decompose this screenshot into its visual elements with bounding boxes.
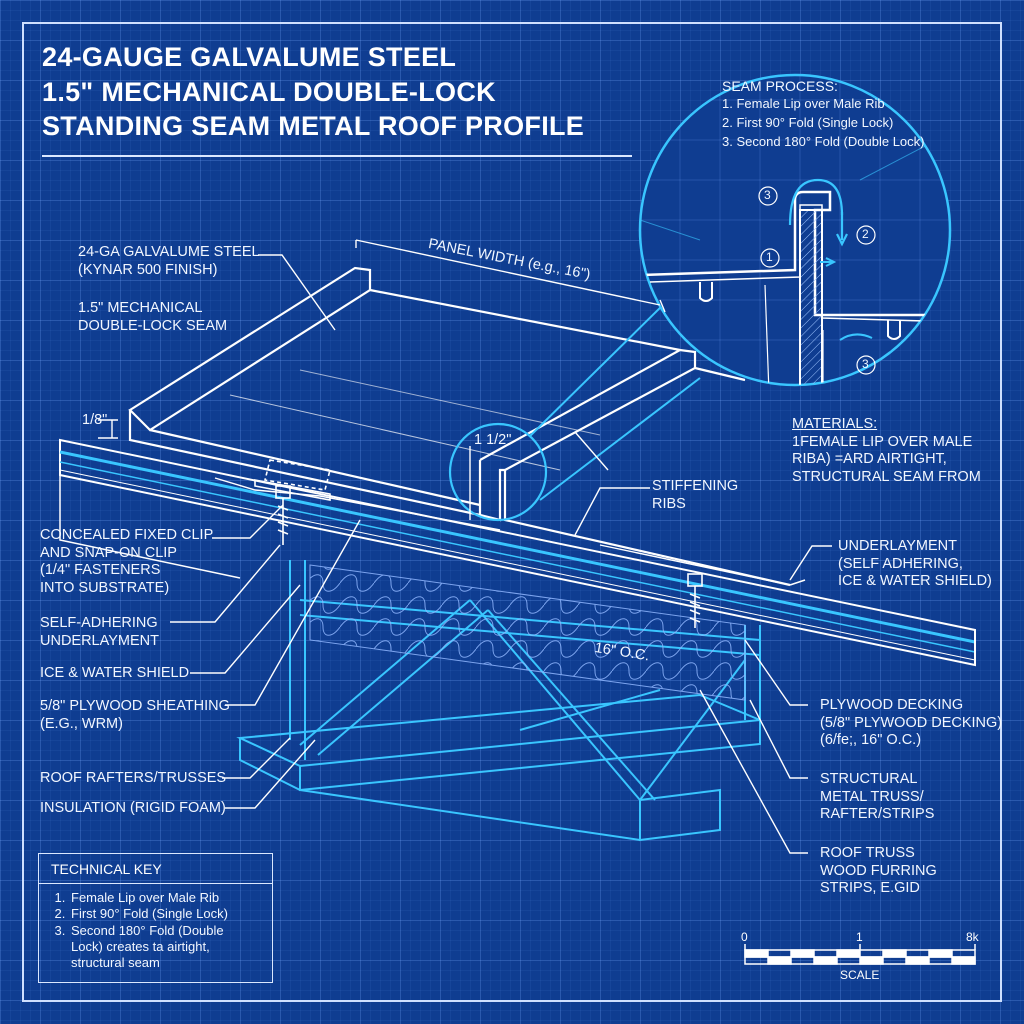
- title-line-2: 1.5" MECHANICAL DOUBLE-LOCK: [42, 76, 496, 107]
- materials-line-3: STRUCTURAL SEAM FROM: [792, 469, 981, 486]
- callout-seam-line2: DOUBLE-LOCK SEAM: [78, 317, 228, 334]
- callout-self-adhering-line1: SELF-ADHERING: [40, 615, 158, 631]
- materials-heading: MATERIALS:: [792, 416, 878, 432]
- title-underline: [42, 155, 632, 157]
- technical-key-list: Female Lip over Male Rib First 90° Fold …: [49, 890, 251, 971]
- detail-marker-2: 2: [862, 227, 869, 241]
- callout-insulation: INSULATION (RIGID FOAM): [40, 800, 226, 816]
- scale-bar: [744, 944, 976, 965]
- callout-plywood-decking-line1: PLYWOOD DECKING: [820, 697, 964, 713]
- callout-clips-line2: AND SNAP-ON CLIP: [40, 544, 177, 561]
- callout-steel: 24-GA GALVALUME STEEL (KYNAR 500 FINISH): [78, 244, 260, 279]
- clips-and-fasteners: [254, 459, 806, 628]
- technical-key-item: First 90° Fold (Single Lock): [69, 906, 251, 922]
- technical-key-title: TECHNICAL KEY: [51, 861, 162, 877]
- title-line-3: STANDING SEAM METAL ROOF PROFILE: [42, 111, 585, 142]
- callout-steel-line2: (KYNAR 500 FINISH): [78, 261, 218, 278]
- seam-detail-callout: [638, 73, 952, 387]
- callout-seam: 1.5" MECHANICAL DOUBLE-LOCK SEAM: [78, 300, 227, 335]
- callout-plywood-decking-line2: (5/8" PLYWOOD DECKING): [820, 714, 1003, 731]
- callout-clips-line4: INTO SUBSTRATE): [40, 580, 170, 597]
- callout-stiffening-line1: STIFFENING: [652, 478, 739, 494]
- drawing-title: 24-GAUGE GALVALUME STEEL 1.5" MECHANICAL…: [42, 40, 584, 144]
- callout-plywood-decking-line3: (6/fe;, 16" O.C.): [820, 732, 922, 749]
- callout-clips-line3: (1/4" FASTENERS: [40, 562, 161, 579]
- technical-key-header: TECHNICAL KEY: [39, 854, 272, 884]
- drawing-border: [22, 22, 1002, 1002]
- insulation-batts: [309, 564, 746, 701]
- scale-tick-2: 8k: [966, 930, 979, 944]
- callout-furring-line3: STRIPS, E.GID: [820, 880, 920, 897]
- metal-panel: [128, 266, 791, 587]
- callout-underlayment-right-line2: (SELF ADHERING,: [838, 555, 963, 572]
- callout-furring-line2: WOOD FURRING: [820, 862, 937, 879]
- callout-metal-truss-line1: STRUCTURAL: [820, 771, 918, 787]
- callout-underlayment-right-line3: ICE & WATER SHIELD): [838, 573, 992, 590]
- detail-marker-3-top: 3: [764, 188, 771, 202]
- technical-key-box: TECHNICAL KEY Female Lip over Male Rib F…: [38, 853, 273, 983]
- dimension-left-lip: 1/8": [82, 412, 108, 428]
- materials-line-2: RIBA) =ARD AIRTIGHT,: [792, 451, 947, 468]
- roof-deck-layers: [59, 438, 976, 667]
- technical-key-item: Second 180° Fold (Double Lock) creates t…: [69, 923, 251, 972]
- seam-connector-lines: [529, 299, 701, 501]
- materials-line-1: 1FEMALE LIP OVER MALE: [792, 433, 973, 450]
- callout-clips-line1: CONCEALED FIXED CLIP: [40, 527, 214, 543]
- callout-seam-line1: 1.5" MECHANICAL: [78, 300, 203, 316]
- callout-stiffening-line2: RIBS: [652, 495, 686, 512]
- materials-note: MATERIALS: 1FEMALE LIP OVER MALE RIBA) =…: [792, 416, 981, 487]
- technical-key-item: Female Lip over Male Rib: [69, 890, 251, 906]
- title-line-1: 24-GAUGE GALVALUME STEEL: [42, 42, 457, 72]
- callout-metal-truss: STRUCTURAL METAL TRUSS/ RAFTER/STRIPS: [820, 771, 934, 824]
- scale-tick-1: 1: [856, 930, 863, 944]
- seam-highlight-circle: [448, 422, 548, 522]
- seam-process-step-1: 1. Female Lip over Male Rib: [722, 96, 885, 111]
- detail-marker-3-bottom: 3: [862, 357, 869, 371]
- scale-tick-0: 0: [741, 930, 748, 944]
- callout-furring-line1: ROOF TRUSS: [820, 845, 915, 861]
- detail-marker-1: 1: [766, 250, 773, 264]
- callout-steel-line1: 24-GA GALVALUME STEEL: [78, 244, 260, 260]
- callout-furring-strips: ROOF TRUSS WOOD FURRING STRIPS, E.GID: [820, 845, 937, 898]
- seam-process-step-2: 2. First 90° Fold (Single Lock): [722, 115, 894, 130]
- callout-underlayment-right: UNDERLAYMENT (SELF ADHERING, ICE & WATER…: [838, 538, 992, 591]
- callout-underlayment-right-line1: UNDERLAYMENT: [838, 538, 957, 554]
- callout-self-adhering: SELF-ADHERING UNDERLAYMENT: [40, 615, 159, 650]
- callout-stiffening-ribs: STIFFENING RIBS: [652, 478, 738, 513]
- leader-lines: [98, 239, 832, 854]
- seam-process-step-3: 3. Second 180° Fold (Double Lock): [722, 134, 925, 149]
- callout-rafters: ROOF RAFTERS/TRUSSES: [40, 770, 227, 786]
- seam-process-heading: SEAM PROCESS:: [722, 78, 838, 94]
- callout-ice-water: ICE & WATER SHIELD: [40, 665, 190, 681]
- callout-plywood-decking: PLYWOOD DECKING (5/8" PLYWOOD DECKING) (…: [820, 697, 1002, 750]
- callout-metal-truss-line2: METAL TRUSS/: [820, 788, 924, 805]
- callout-self-adhering-line2: UNDERLAYMENT: [40, 632, 159, 649]
- scale-label: SCALE: [840, 968, 880, 982]
- callout-metal-truss-line3: RAFTER/STRIPS: [820, 806, 935, 823]
- callout-plywood-sheathing-line2: (E.G., WRM): [40, 715, 123, 732]
- callout-plywood-sheathing-line1: 5/8" PLYWOOD SHEATHING: [40, 698, 230, 714]
- callout-clips: CONCEALED FIXED CLIP AND SNAP-ON CLIP (1…: [40, 527, 213, 598]
- dimension-seam-height: 1 1/2": [474, 432, 512, 448]
- callout-plywood-sheathing: 5/8" PLYWOOD SHEATHING (E.G., WRM): [40, 698, 230, 733]
